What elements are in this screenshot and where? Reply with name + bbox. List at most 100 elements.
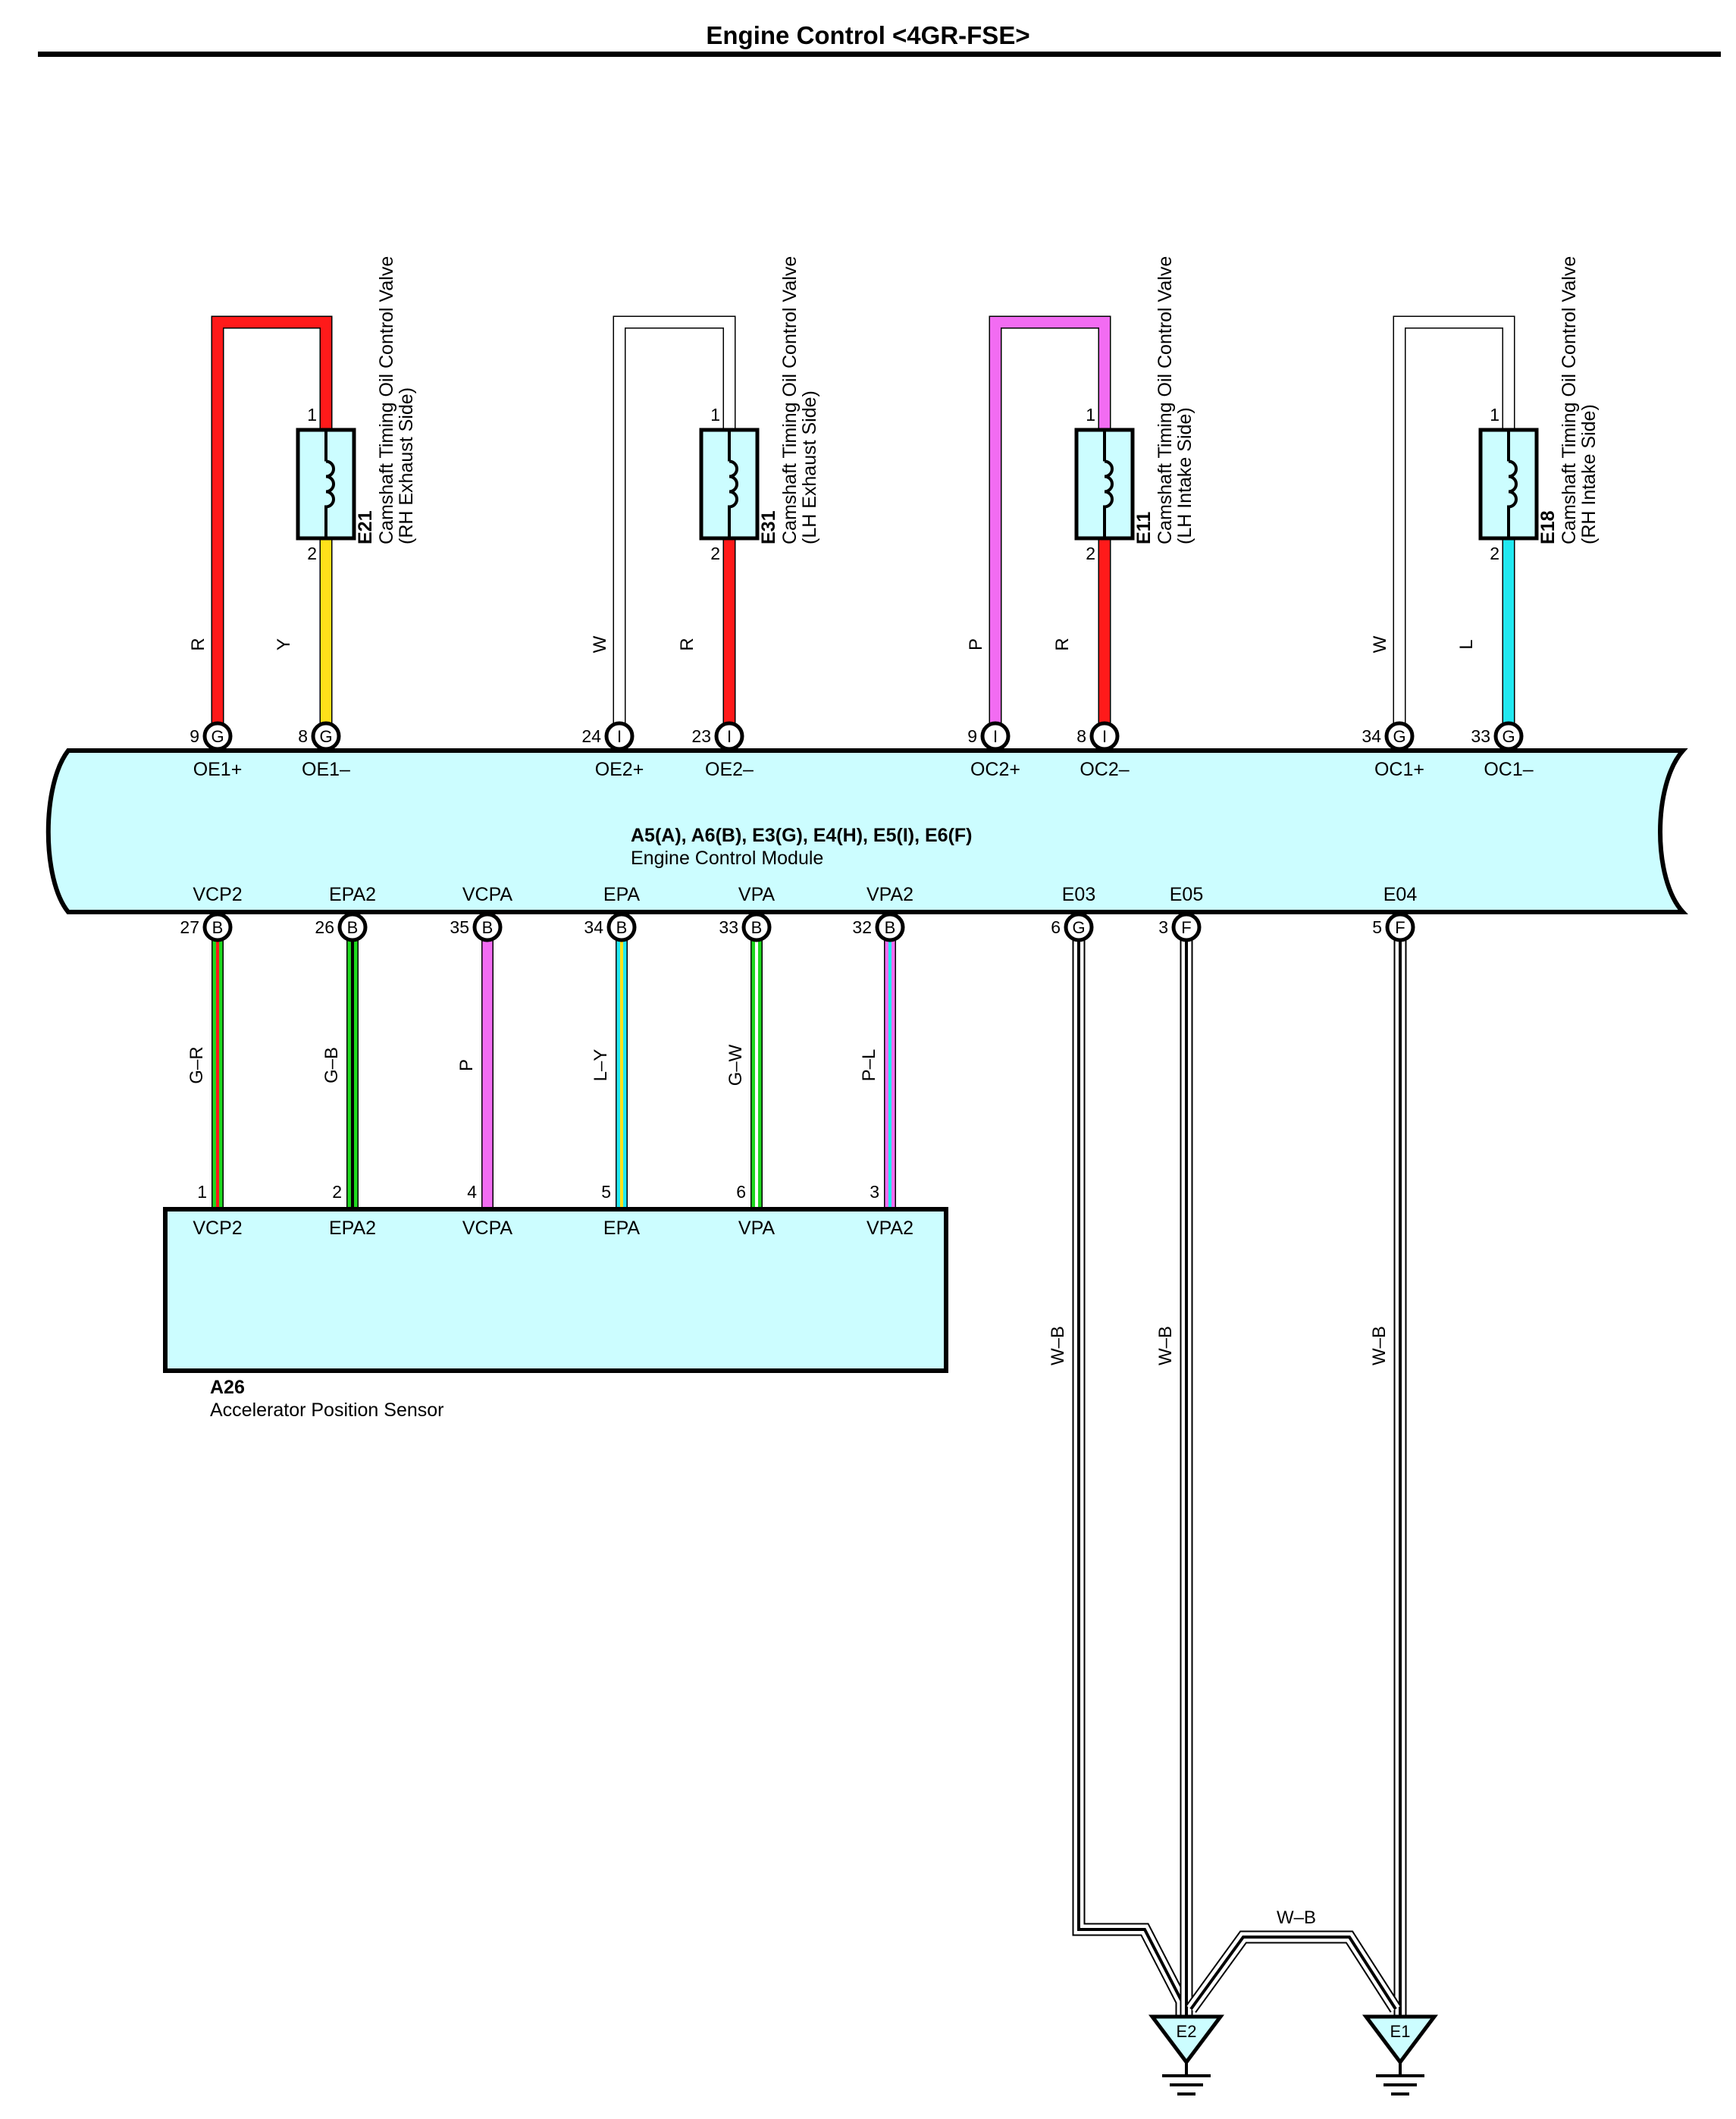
valve-e11-ecm-pin-left-letter: I <box>993 727 998 746</box>
ecm-body <box>45 748 1688 914</box>
valve-e21-ecm-pin-right-number: 8 <box>298 726 308 746</box>
valve-e11-ecm-pin-left <box>980 721 1011 751</box>
sensor-wire-epa2-tracer <box>351 940 354 1209</box>
valve-e18-ecm-pin-right-number: 33 <box>1471 726 1490 746</box>
sensor-wire-vpa-sensor-signal: VPA <box>738 1218 775 1239</box>
ground-wire-e04-ecm-pin <box>1385 912 1415 942</box>
valve-e18-ecm-pin-left <box>1384 721 1415 751</box>
sensor-wire-vpa2-sensor-signal: VPA2 <box>866 1218 913 1239</box>
sensor-wire-vcp2-ecm-pin-number: 27 <box>180 917 199 937</box>
sensor-wire-vpa2-ecm-pin <box>875 912 905 942</box>
ground-wire-e05-ecm-pin-letter: F <box>1181 918 1191 937</box>
sensor-wire-vcpa-ecm-pin-number: 35 <box>450 917 469 937</box>
ground-bridge-wire <box>1189 1936 1397 2011</box>
ground-wire-e03-outline <box>1072 940 1189 2017</box>
valve-e18-ecm-pin-right-letter: G <box>1502 727 1515 746</box>
ground-point-e1-label: E1 <box>1390 2022 1411 2041</box>
sensor-wire-vcpa-ecm-pin <box>472 912 503 942</box>
valve-e18-code: E18 <box>1537 510 1559 544</box>
ground-wire-e03-ecm-signal: E03 <box>1062 884 1095 905</box>
valve-e11-side: (LH Intake Side) <box>1174 407 1195 544</box>
valve-e31-name: Camshaft Timing Oil Control Valve <box>779 256 801 544</box>
sensor-name: Accelerator Position Sensor <box>210 1400 443 1421</box>
ecm-code: A5(A), A6(B), E3(G), E4(H), E5(I), E6(F) <box>631 825 973 846</box>
sensor-wire-vpa2-tracer <box>888 940 892 1209</box>
valve-e31-ecm-pin-left-number: 24 <box>581 726 601 746</box>
sensor-wire-epa-sensor-signal: EPA <box>603 1218 640 1239</box>
sensor-wire-vcpa-ecm-signal: VCPA <box>462 884 513 905</box>
sensor-wire-vpa-sensor-pin: 6 <box>736 1182 746 1202</box>
sensor-wire-vcpa <box>482 940 493 1209</box>
valve-e11-ecm-signal-left: OC2+ <box>970 759 1020 780</box>
sensor-wire-vcp2-sensor-pin: 1 <box>197 1182 207 1202</box>
sensor-wire-epa-tracer <box>620 940 623 1209</box>
sensor-wire-vpa2-ecm-signal: VPA2 <box>866 884 913 905</box>
valve-e31-ecm-pin-right-letter: I <box>727 727 732 746</box>
sensor-wire-epa2-ecm-pin-letter: B <box>347 918 359 937</box>
valve-e18-name: Camshaft Timing Oil Control Valve <box>1559 256 1580 544</box>
page-title: Engine Control <4GR-FSE> <box>706 21 1030 49</box>
valve-e21-side: (RH Exhaust Side) <box>396 387 417 544</box>
valve-e31-ecm-pin-right-number: 23 <box>691 726 711 746</box>
valve-e21-wire-1-label: R <box>188 638 208 650</box>
valve-e31-ecm-pin-right <box>714 721 744 751</box>
valve-e18-wire-2-label: L <box>1456 639 1477 649</box>
valve-e11-wire-1 <box>990 317 1110 723</box>
valve-e31-code: E31 <box>758 510 779 544</box>
valve-e18-ecm-pin-left-letter: G <box>1393 727 1405 746</box>
sensor-wire-vpa2-sensor-pin: 3 <box>870 1182 879 1202</box>
valve-e21-wire-2-label: Y <box>274 638 294 650</box>
sensor-wire-epa-ecm-pin <box>606 912 637 942</box>
ground-wire-e03-label: W–B <box>1048 1326 1068 1365</box>
sensor-wire-vpa-tracer <box>755 940 758 1209</box>
ground-wire-e05-ecm-signal: E05 <box>1170 884 1203 905</box>
ground-wire-e05-ecm-pin-number: 3 <box>1158 917 1168 937</box>
valve-e18-coil-icon <box>1507 430 1518 538</box>
sensor-wire-vcpa-sensor-signal: VCPA <box>462 1218 513 1239</box>
sensor-wire-epa2-ecm-signal: EPA2 <box>329 884 376 905</box>
sensor-wire-vcpa-label: P <box>456 1059 477 1071</box>
valve-e31-ecm-signal-right: OE2– <box>705 759 754 780</box>
valve-e21-coil-icon <box>324 430 335 538</box>
ground-wire-e05-ecm-pin <box>1171 912 1202 942</box>
valve-e18-ecm-signal-left: OC1+ <box>1374 759 1424 780</box>
ground-wire-e04-ecm-signal: E04 <box>1383 884 1418 905</box>
valve-e31-ecm-pin-left <box>604 721 635 751</box>
sensor-wire-vcp2-ecm-pin <box>202 912 233 942</box>
ground-wire-e03-ecm-pin-number: 6 <box>1051 917 1061 937</box>
sensor-wire-vpa2-label: P–L <box>859 1049 879 1082</box>
ground-point-e1-icon <box>1362 2014 1438 2066</box>
sensor-wire-epa2-label: G–B <box>321 1047 342 1083</box>
valve-e11-pin-top: 1 <box>1086 405 1095 425</box>
sensor-wire-vcpa-sensor-pin: 4 <box>467 1182 477 1202</box>
sensor-wire-vcp2-sensor-signal: VCP2 <box>193 1218 242 1239</box>
sensor-wire-epa-ecm-pin-number: 34 <box>584 917 603 937</box>
sensor-wire-epa2-ecm-pin-number: 26 <box>315 917 334 937</box>
sensor-wire-vcp2-label: G–R <box>186 1046 207 1083</box>
valve-e11-wire-2-label: R <box>1052 638 1073 650</box>
valve-e18-wire-1 <box>1394 317 1514 723</box>
valve-e21-ecm-pin-right <box>311 721 341 751</box>
valve-e18-side: (RH Intake Side) <box>1578 404 1600 544</box>
valve-e31-ecm-signal-left: OE2+ <box>595 759 644 780</box>
valve-e31-wire-2-label: R <box>677 638 697 650</box>
valve-e21-name: Camshaft Timing Oil Control Valve <box>376 256 397 544</box>
valve-e11-ecm-pin-right-number: 8 <box>1076 726 1086 746</box>
sensor-code: A26 <box>210 1377 245 1398</box>
sensor-wire-vpa2-ecm-pin-letter: B <box>885 918 896 937</box>
sensor-wire-epa-ecm-signal: EPA <box>603 884 640 905</box>
sensor-wire-vcp2-ecm-pin-letter: B <box>212 918 224 937</box>
valve-e11-ecm-pin-left-number: 9 <box>967 726 977 746</box>
ecm-name: Engine Control Module <box>631 848 823 869</box>
sensor-wire-vpa-ecm-pin-number: 33 <box>719 917 738 937</box>
valve-e18-pin-top: 1 <box>1490 405 1499 425</box>
title-rule <box>38 52 1721 57</box>
valve-e31-pin-top: 1 <box>710 405 720 425</box>
valve-e11-name: Camshaft Timing Oil Control Valve <box>1155 256 1176 544</box>
ground-wire-e04-ecm-pin-letter: F <box>1395 918 1405 937</box>
sensor-box <box>163 1207 948 1373</box>
ground-wire-e03-core <box>1073 940 1187 2017</box>
valve-e18-wire-1-label: W <box>1370 635 1390 653</box>
sensor-wire-vpa-ecm-pin <box>741 912 772 942</box>
